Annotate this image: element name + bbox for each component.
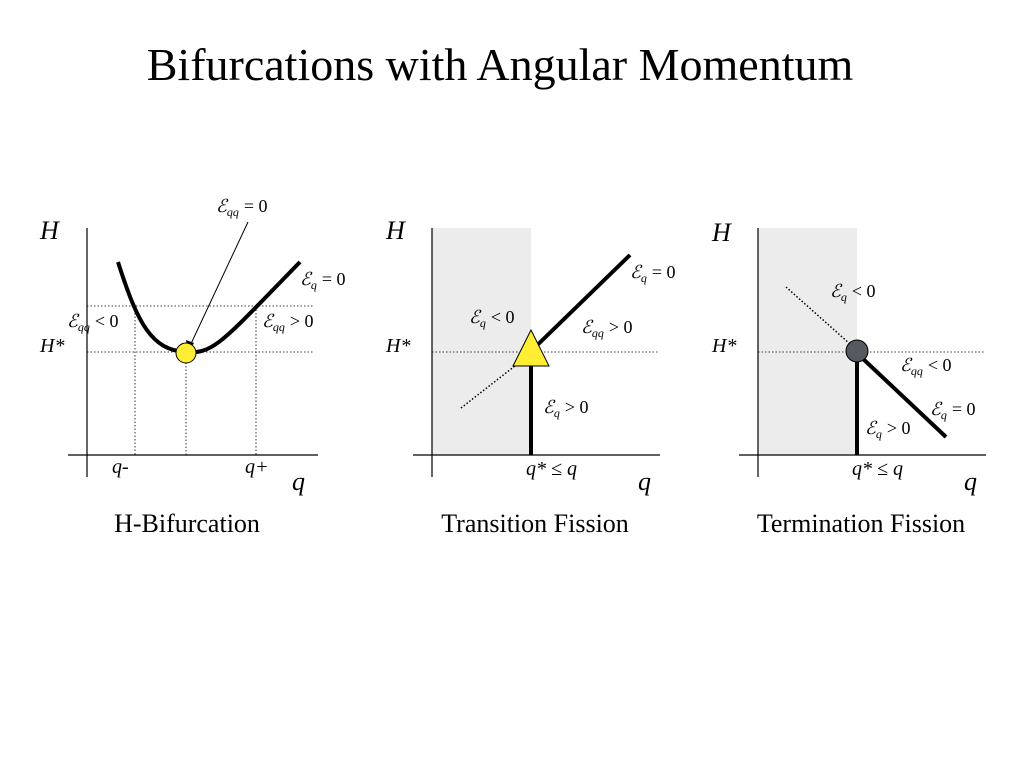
shaded-region bbox=[432, 228, 531, 455]
fission-marker bbox=[512, 328, 550, 367]
energy-curve bbox=[116, 260, 302, 355]
x-axis-label: q bbox=[292, 467, 305, 496]
fission-marker bbox=[845, 339, 869, 363]
y-axis-label: H bbox=[711, 218, 732, 247]
annotation-eq-zero: ℰq= 0 bbox=[930, 399, 976, 422]
annotation-eq-positive: ℰq> 0 bbox=[865, 418, 911, 441]
annotation-eqq-positive: ℰqq> 0 bbox=[262, 311, 314, 334]
lower-branch bbox=[858, 354, 948, 439]
shaded-region bbox=[758, 228, 857, 455]
annotation-eq-negative: ℰq< 0 bbox=[469, 307, 515, 330]
upper-branch bbox=[523, 253, 632, 359]
annotation-eq-negative: ℰq< 0 bbox=[830, 281, 876, 304]
x-axis-label: q bbox=[964, 467, 977, 496]
q-plus-label: q+ bbox=[245, 456, 269, 478]
annotation-eq-positive: ℰq> 0 bbox=[543, 397, 589, 420]
q-condition-label: q* ≤ q bbox=[526, 458, 577, 480]
bifurcation-marker bbox=[175, 342, 197, 364]
panel-transition-fission: H q H* q* ≤ q ℰq= 0 ℰq< 0 ℰqq> 0 ℰq> 0 T… bbox=[385, 216, 676, 538]
annotation-eq-zero: ℰq= 0 bbox=[300, 269, 346, 292]
annotation-arrow bbox=[188, 221, 249, 349]
panel-caption: Transition Fission bbox=[441, 509, 629, 538]
y-axis-label: H bbox=[385, 216, 406, 245]
panel-h-bifurcation: H q H* q- q+ ℰqq= 0 ℰq= 0 ℰqq< 0 ℰqq> 0 … bbox=[39, 196, 346, 538]
panel-caption: Termination Fission bbox=[757, 509, 965, 538]
q-condition-label: q* ≤ q bbox=[852, 458, 903, 480]
h-star-label: H* bbox=[385, 335, 410, 357]
annotation-eqq-negative: ℰqq< 0 bbox=[900, 355, 952, 378]
slide-title: Bifurcations with Angular Momentum bbox=[146, 39, 854, 90]
annotation-eq-zero: ℰq= 0 bbox=[630, 262, 676, 285]
annotation-eqq-negative: ℰqq< 0 bbox=[67, 311, 119, 334]
q-minus-label: q- bbox=[112, 456, 129, 478]
annotation-eqq-positive: ℰqq> 0 bbox=[581, 317, 633, 340]
h-star-label: H* bbox=[711, 335, 736, 357]
y-axis-label: H bbox=[39, 216, 60, 245]
h-star-label: H* bbox=[39, 335, 64, 357]
panel-caption: H-Bifurcation bbox=[114, 509, 260, 538]
x-axis-label: q bbox=[638, 467, 651, 496]
panel-termination-fission: H q H* q* ≤ q ℰq< 0 ℰqq< 0 ℰq= 0 ℰq> 0 T… bbox=[711, 218, 986, 538]
dotted-branch bbox=[785, 286, 851, 345]
annotation-eqq-zero: ℰqq= 0 bbox=[216, 196, 268, 219]
